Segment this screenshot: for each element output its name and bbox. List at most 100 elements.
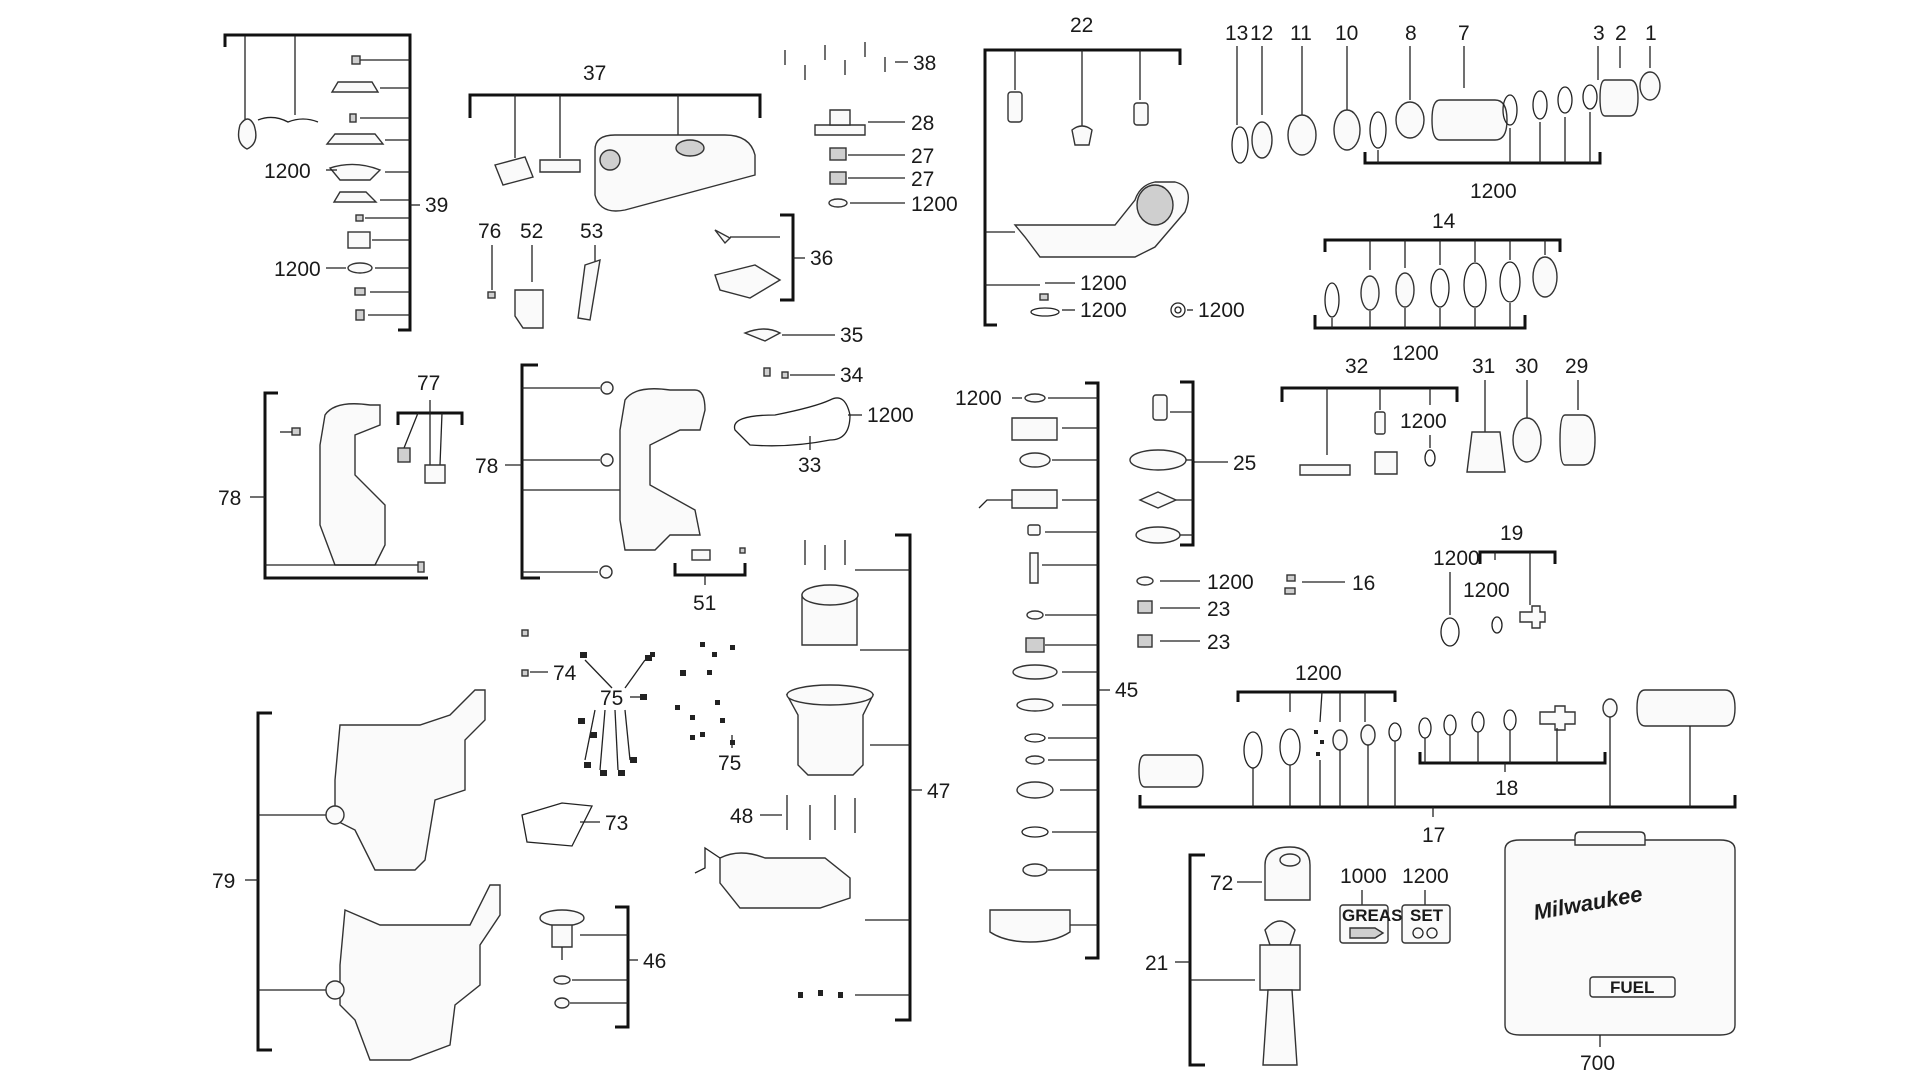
bracket-51 [673, 563, 747, 577]
label-1200-27: 1200 [911, 193, 958, 216]
bracket-45 [1085, 381, 1100, 960]
part-1 [1639, 71, 1661, 101]
part-45-bearing [1016, 781, 1054, 799]
grease-icon-label: GREASE [1342, 906, 1414, 925]
label-75a: 75 [600, 687, 623, 710]
label-51: 51 [693, 592, 716, 615]
label-79: 79 [212, 870, 235, 893]
bracket-32 [1280, 386, 1459, 402]
part-35 [743, 328, 782, 342]
group-17-18: 1200 18 [1138, 662, 1737, 847]
label-700: 700 [1580, 1052, 1615, 1075]
label-1200-22b: 1200 [1080, 299, 1127, 322]
group-47: 47 [694, 533, 950, 1022]
group-37: 37 [468, 62, 762, 212]
label-1200-kit: 1200 [1402, 865, 1449, 888]
part-latch [494, 156, 534, 186]
label-39: 39 [425, 194, 448, 217]
group-36-35-34-33: 36 35 34 1200 33 [714, 213, 914, 477]
label-1200-top: 1200 [1470, 180, 1517, 203]
label-11: 11 [1290, 22, 1312, 45]
part-33-gasket [733, 397, 851, 447]
bracket-46 [615, 905, 630, 1029]
part-47-pcb [719, 852, 851, 909]
part-contact-plate [714, 264, 782, 299]
part-700-case [1504, 839, 1736, 1036]
bracket-21 [1188, 853, 1205, 1067]
bracket-1200-top [1363, 152, 1602, 165]
part-45-bearing-cap [1011, 417, 1058, 441]
label-72: 72 [1210, 872, 1233, 895]
group-78-77: 78 77 [218, 372, 464, 580]
bracket-47 [895, 533, 912, 1022]
label-52: 52 [520, 220, 543, 243]
label-27a: 27 [911, 145, 934, 168]
group-79: 79 [212, 689, 501, 1061]
label-12: 12 [1250, 22, 1273, 45]
bracket-78b [520, 363, 540, 580]
part-18-valve [1539, 705, 1576, 731]
group-78b-51: 78 51 [475, 363, 747, 615]
seal-set-icon-label: SET [1410, 906, 1444, 925]
bracket-1200-14 [1313, 315, 1527, 330]
label-10: 10 [1335, 22, 1358, 45]
label-1200-14: 1200 [1392, 342, 1439, 365]
part-31-plate [1466, 431, 1506, 473]
label-78b: 78 [475, 455, 498, 478]
label-33: 33 [798, 454, 821, 477]
label-1200-16: 1200 [1433, 547, 1480, 570]
label-77: 77 [417, 372, 440, 395]
label-1200-39a: 1200 [264, 160, 311, 183]
label-3: 3 [1593, 22, 1605, 45]
bracket-39 [223, 33, 412, 332]
part-25-gear [1129, 449, 1187, 471]
bracket-37 [468, 93, 762, 118]
part-79-housing-lower [339, 884, 501, 1061]
part-32-link [1299, 464, 1351, 476]
label-74: 74 [553, 662, 577, 685]
part-47-fan-shroud [785, 694, 875, 776]
label-1200-19: 1200 [1463, 579, 1510, 602]
label-73: 73 [605, 812, 628, 835]
group-21-72: 21 72 [1145, 846, 1311, 1067]
label-30: 30 [1515, 355, 1538, 378]
bracket-78a [263, 391, 428, 580]
label-14: 14 [1432, 210, 1456, 233]
label-29: 29 [1565, 355, 1588, 378]
part-25-disc [1135, 526, 1181, 544]
label-1000: 1000 [1340, 865, 1387, 888]
part-8 [1395, 101, 1425, 139]
part-78-housing-half [619, 388, 706, 551]
part-25-clutch [1138, 491, 1178, 509]
bracket-79 [256, 711, 272, 1052]
label-37: 37 [583, 62, 606, 85]
label-78a: 78 [218, 487, 241, 510]
label-1200-23: 1200 [1207, 571, 1254, 594]
case-badge-label: FUEL [1610, 978, 1654, 997]
parts-column-39 [325, 55, 410, 321]
part-46-fan [539, 909, 585, 927]
part-45-shaft [1029, 552, 1039, 584]
label-28: 28 [911, 112, 934, 135]
label-23b: 23 [1207, 631, 1230, 654]
group-74-75: 74 75 75 [521, 629, 741, 776]
label-13: 13 [1225, 22, 1248, 45]
part-wire [257, 116, 319, 123]
part-21-knob [1264, 920, 1296, 946]
label-47: 47 [927, 780, 950, 803]
part-clip [237, 118, 257, 150]
bracket-19 [1478, 550, 1557, 564]
group-38-28-27: 38 28 27 27 1200 [784, 42, 958, 216]
seal-set-icon [1401, 904, 1451, 944]
label-1200-17: 1200 [1295, 662, 1342, 685]
group-22: 22 1200 1200 1200 [983, 14, 1245, 327]
label-38: 38 [913, 52, 936, 75]
part-switch [514, 289, 544, 329]
part-17-spindle [1636, 689, 1736, 727]
part-trigger-arm [577, 258, 601, 321]
label-46: 46 [643, 950, 666, 973]
part-2 [1599, 79, 1639, 117]
label-32: 32 [1345, 355, 1368, 378]
case-handle [1574, 831, 1646, 846]
